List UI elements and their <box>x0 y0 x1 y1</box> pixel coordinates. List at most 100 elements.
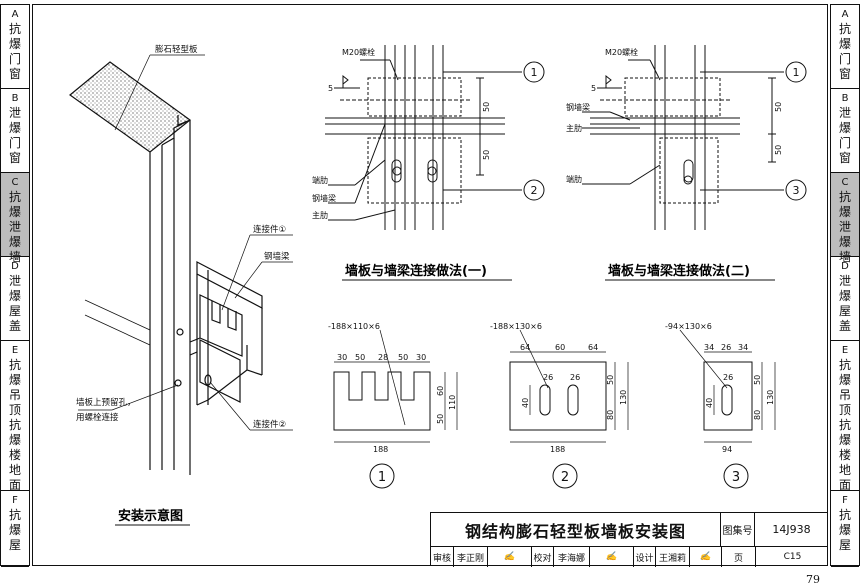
right-tab-code: C <box>841 177 849 188</box>
left-tab-char: 爆 <box>8 373 21 387</box>
page-code: C15 <box>755 547 829 567</box>
left-tab-char: 顶 <box>8 403 21 417</box>
label-panel: 膨石轻型板 <box>155 44 198 55</box>
right-tab-code: B <box>841 93 849 104</box>
left-tab-char: 抗 <box>8 418 21 432</box>
right-tab-char: 屋 <box>838 538 851 552</box>
right-tab-char: 墙 <box>838 250 851 264</box>
part-3-number: 3 <box>732 470 740 485</box>
part-2-overall-h: 130 <box>619 390 628 405</box>
part-2-spec: -188×130×6 <box>490 322 542 331</box>
right-tab-char: 抗 <box>838 508 851 522</box>
part-2-left-dim: 40 <box>521 398 530 408</box>
left-tab-char: 地 <box>8 463 21 477</box>
left-tab-char: 爆 <box>8 289 21 303</box>
drawing-title: 钢结构膨石轻型板墙板安装图 <box>430 512 720 546</box>
right-tab-char: 泄 <box>838 220 851 234</box>
right-tab-char: 泄 <box>838 274 851 288</box>
part-2-slot-1: 26 <box>570 373 580 382</box>
left-tab-code: D <box>11 261 19 272</box>
part-3-right-dim-1: 80 <box>753 410 762 420</box>
label-connector-2: 连接件② <box>253 419 286 430</box>
right-tab-char: 抗 <box>838 22 851 36</box>
page-label: 页 <box>721 547 755 567</box>
right-tab-char: 爆 <box>838 433 851 447</box>
detail-2-rib-label: 端肋 <box>566 174 582 184</box>
part-3-left-dim: 40 <box>705 398 714 408</box>
review-signature: ✍ <box>487 547 531 567</box>
detail-2-dim-b: 50 <box>774 145 783 155</box>
title-block: 钢结构膨石轻型板墙板安装图 图集号 14J938 审核 李正刚 ✍ 校对 李海娜… <box>430 512 829 567</box>
label-connector-1: 连接件① <box>253 224 286 235</box>
left-tab-char: 爆 <box>8 37 21 51</box>
right-tab-char: 抗 <box>838 358 851 372</box>
right-tab-char: 抗 <box>838 190 851 204</box>
left-tab-char: 门 <box>8 136 21 150</box>
design-signature: ✍ <box>689 547 721 567</box>
detail-1-callout-bottom: 2 <box>531 184 538 197</box>
part-2-right-dim-0: 50 <box>606 375 615 385</box>
part-1-overall-h: 110 <box>448 395 457 410</box>
detail-2-beam-label: 钢墙梁 <box>566 102 590 112</box>
part-1-dim-2: 28 <box>378 353 388 362</box>
detail-1-drawing <box>325 45 545 230</box>
part-1-dim-4: 30 <box>416 353 426 362</box>
part-1-dim-0: 30 <box>337 353 347 362</box>
left-tab-char: 窗 <box>8 67 21 81</box>
part-3-width: 94 <box>722 445 732 454</box>
right-tab-char: 爆 <box>838 121 851 135</box>
left-tab-code: E <box>11 345 19 356</box>
left-tab-char: 屋 <box>8 538 21 552</box>
part-3-right-dim-0: 50 <box>753 375 762 385</box>
detail-1-title: 墙板与墙梁连接做法(一) <box>345 263 487 279</box>
left-tab-char: 屋 <box>8 304 21 318</box>
detail-1-main-label: 主肋 <box>312 210 328 220</box>
left-tab-char: 爆 <box>8 433 21 447</box>
right-tab-char: 爆 <box>838 37 851 51</box>
label-steel-beam: 钢墙梁 <box>264 251 290 262</box>
atlas-number: 14J938 <box>754 512 828 546</box>
left-tab-char: 面 <box>8 478 21 492</box>
detail-2-callout-bottom: 3 <box>793 184 800 197</box>
part-1-right-dim-1: 50 <box>436 414 445 424</box>
detail-2-title: 墙板与墙梁连接做法(二) <box>608 263 750 279</box>
atlas-label: 图集号 <box>720 512 754 546</box>
left-tab-char: 楼 <box>8 448 21 462</box>
left-tab-char: 抗 <box>8 22 21 36</box>
detail-1-bolt-label: M20螺栓 <box>342 47 375 57</box>
right-tab-char: 爆 <box>838 205 851 219</box>
part-3-dim-1: 26 <box>721 343 731 352</box>
left-tab-char: 泄 <box>8 220 21 234</box>
right-tab-char: 盖 <box>838 319 851 333</box>
part-2-dim-1: 60 <box>555 343 565 352</box>
part-2-width: 188 <box>550 445 565 454</box>
detail-1-callout-top: 1 <box>531 66 538 79</box>
left-tab-char: 窗 <box>8 151 21 165</box>
right-tab-char: 窗 <box>838 151 851 165</box>
detail-1-dim-a: 50 <box>482 102 491 112</box>
part-2-plate <box>509 329 629 489</box>
detail-2-callout-top: 1 <box>793 66 800 79</box>
page-number: 79 <box>806 573 820 586</box>
left-tab-char: 泄 <box>8 274 21 288</box>
proof-signature: ✍ <box>589 547 633 567</box>
detail-1-weld-size: 5 <box>328 84 333 93</box>
part-1-width: 188 <box>373 445 388 454</box>
part-2-right-dim-1: 80 <box>606 410 615 420</box>
right-tab-char: 楼 <box>838 448 851 462</box>
left-tab-char: 抗 <box>8 358 21 372</box>
